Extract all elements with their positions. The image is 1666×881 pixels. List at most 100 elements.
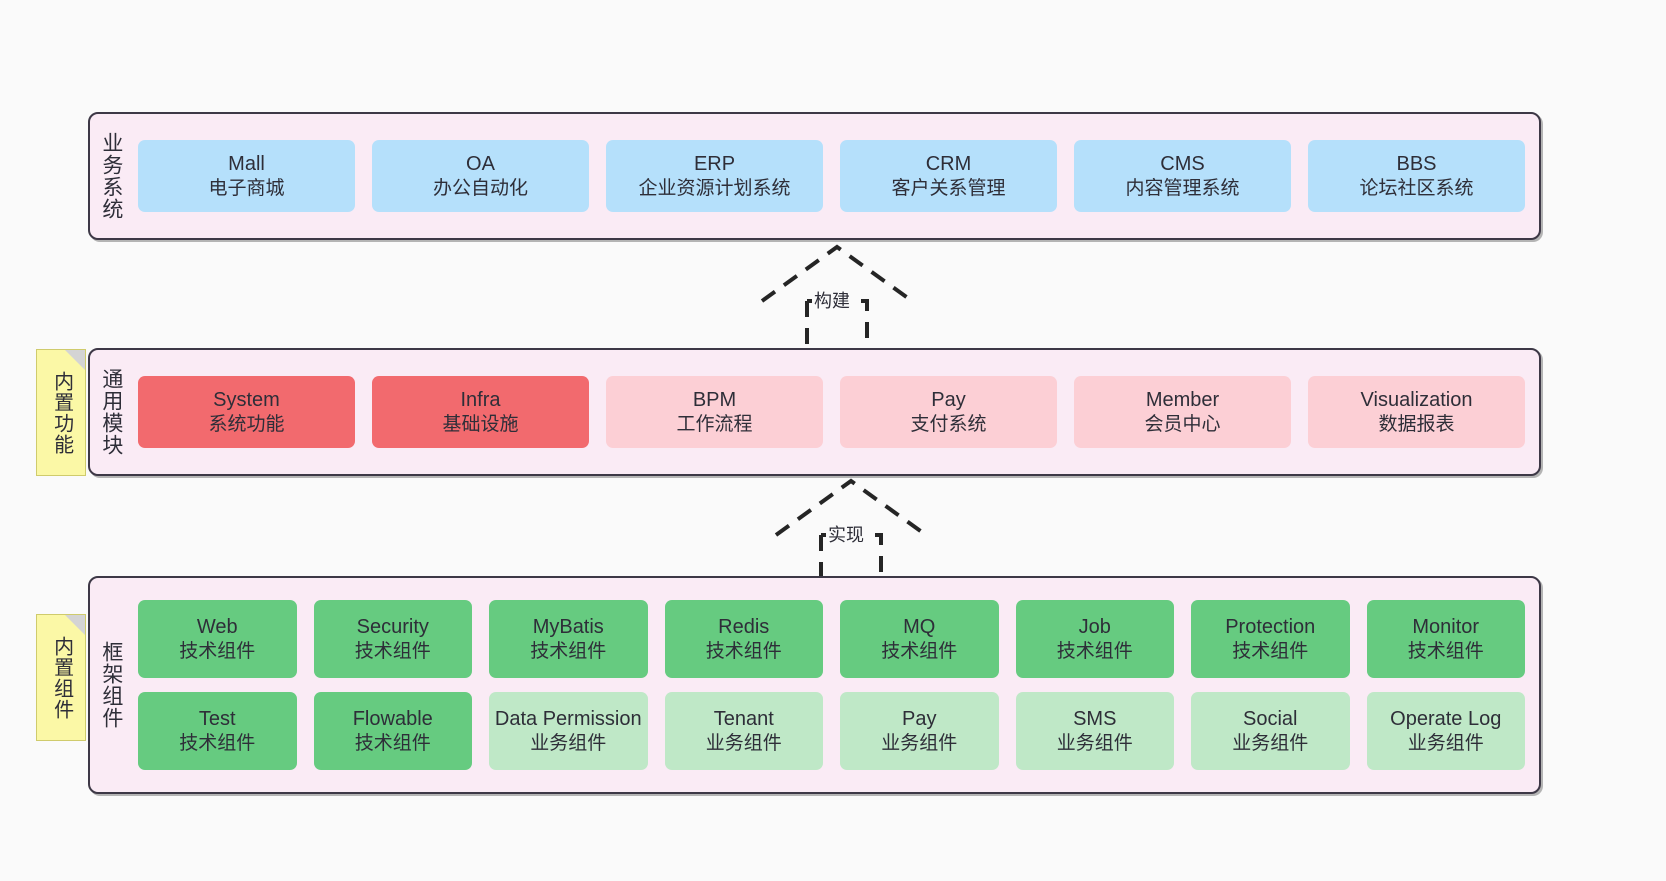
card-crm-cn: 客户关系管理 (891, 177, 1006, 199)
connector-build-arrow: 构建 (752, 243, 922, 348)
layer-framework-components[interactable]: 框架组件 Web 技术组件 Security 技术组件 MyBatis 技术组件… (88, 576, 1541, 794)
card-web-en: Web (196, 616, 238, 639)
card-member-cn: 会员中心 (1144, 413, 1221, 435)
card-data-permission-en: Data Permission (494, 708, 642, 731)
card-data-permission[interactable]: Data Permission 业务组件 (489, 692, 648, 770)
card-bbs[interactable]: BBS 论坛社区系统 (1308, 140, 1525, 212)
card-pay-component-en: Pay (902, 708, 937, 731)
card-redis-en: Redis (718, 616, 770, 639)
card-mq-cn: 技术组件 (881, 640, 958, 662)
connector-implement-label: 实现 (826, 521, 866, 547)
card-infra-en: Infra (460, 389, 501, 412)
card-sms-en: SMS (1073, 708, 1117, 731)
connector-implement-arrow: 实现 (766, 477, 936, 582)
card-system[interactable]: System 系统功能 (138, 376, 355, 448)
note-builtin-functions: 内置功能 (36, 349, 86, 476)
card-cms[interactable]: CMS 内容管理系统 (1074, 140, 1291, 212)
card-security-cn: 技术组件 (354, 640, 431, 662)
card-monitor[interactable]: Monitor 技术组件 (1366, 600, 1525, 678)
card-security-en: Security (356, 616, 429, 639)
card-system-en: System (213, 389, 280, 412)
card-mq-en: MQ (903, 616, 936, 639)
card-social[interactable]: Social 业务组件 (1191, 692, 1350, 770)
layer-common-modules[interactable]: 通用模块 System 系统功能 Infra 基础设施 BPM 工作流程 Pay… (88, 348, 1541, 476)
card-member[interactable]: Member 会员中心 (1074, 376, 1291, 448)
note-builtin-functions-label: 内置功能 (50, 370, 73, 455)
card-crm[interactable]: CRM 客户关系管理 (840, 140, 1057, 212)
card-erp[interactable]: ERP 企业资源计划系统 (606, 140, 823, 212)
card-test[interactable]: Test 技术组件 (138, 692, 297, 770)
card-mall-en: Mall (228, 153, 265, 176)
layer-common-modules-title: 通用模块 (99, 368, 123, 456)
card-protection-cn: 技术组件 (1232, 640, 1309, 662)
card-mall-cn: 电子商城 (208, 177, 285, 199)
card-mall[interactable]: Mall 电子商城 (138, 140, 355, 212)
card-mybatis[interactable]: MyBatis 技术组件 (489, 600, 648, 678)
card-flowable-en: Flowable (352, 708, 433, 731)
card-web[interactable]: Web 技术组件 (138, 600, 297, 678)
card-tenant-cn: 业务组件 (705, 732, 782, 754)
note-builtin-components-label: 内置组件 (50, 635, 73, 720)
card-monitor-cn: 技术组件 (1407, 640, 1484, 662)
note-fold-corner-icon (65, 350, 85, 370)
card-visualization-en: Visualization (1360, 389, 1473, 412)
card-mybatis-en: MyBatis (532, 616, 604, 639)
card-infra[interactable]: Infra 基础设施 (372, 376, 589, 448)
card-job-en: Job (1078, 616, 1111, 639)
card-crm-en: CRM (925, 153, 972, 176)
card-infra-cn: 基础设施 (442, 413, 519, 435)
card-bbs-cn: 论坛社区系统 (1359, 177, 1474, 199)
card-pay-module-en: Pay (931, 389, 966, 412)
business-row-1: Mall 电子商城 OA 办公自动化 ERP 企业资源计划系统 CRM 客户关系… (138, 140, 1525, 212)
layer-framework-components-body: Web 技术组件 Security 技术组件 MyBatis 技术组件 Redi… (132, 578, 1539, 792)
card-security[interactable]: Security 技术组件 (313, 600, 472, 678)
note-builtin-components: 内置组件 (36, 614, 86, 741)
card-web-cn: 技术组件 (179, 640, 256, 662)
card-protection[interactable]: Protection 技术组件 (1191, 600, 1350, 678)
card-operate-log-cn: 业务组件 (1407, 732, 1484, 754)
card-oa[interactable]: OA 办公自动化 (372, 140, 589, 212)
card-mq[interactable]: MQ 技术组件 (840, 600, 999, 678)
card-job[interactable]: Job 技术组件 (1015, 600, 1174, 678)
connector-build-label: 构建 (812, 287, 852, 313)
card-erp-cn: 企业资源计划系统 (638, 177, 791, 199)
card-data-permission-cn: 业务组件 (530, 732, 607, 754)
layer-common-modules-body: System 系统功能 Infra 基础设施 BPM 工作流程 Pay 支付系统… (132, 350, 1539, 474)
card-tenant[interactable]: Tenant 业务组件 (664, 692, 823, 770)
card-cms-en: CMS (1160, 153, 1205, 176)
card-redis[interactable]: Redis 技术组件 (664, 600, 823, 678)
card-redis-cn: 技术组件 (705, 640, 782, 662)
card-test-en: Test (198, 708, 236, 731)
card-sms[interactable]: SMS 业务组件 (1015, 692, 1174, 770)
note-fold-corner-icon (65, 615, 85, 635)
card-social-en: Social (1243, 708, 1298, 731)
card-tenant-en: Tenant (713, 708, 774, 731)
card-pay-module[interactable]: Pay 支付系统 (840, 376, 1057, 448)
card-cms-cn: 内容管理系统 (1125, 177, 1240, 199)
layer-business-system-title: 业务系统 (99, 132, 123, 220)
framework-row-1: Web 技术组件 Security 技术组件 MyBatis 技术组件 Redi… (138, 600, 1525, 678)
card-mybatis-cn: 技术组件 (530, 640, 607, 662)
card-flowable-cn: 技术组件 (354, 732, 431, 754)
card-pay-component[interactable]: Pay 业务组件 (840, 692, 999, 770)
framework-row-2: Test 技术组件 Flowable 技术组件 Data Permission … (138, 692, 1525, 770)
card-oa-cn: 办公自动化 (432, 177, 528, 199)
card-sms-cn: 业务组件 (1056, 732, 1133, 754)
layer-business-system[interactable]: 业务系统 Mall 电子商城 OA 办公自动化 ERP 企业资源计划系统 CRM… (88, 112, 1541, 240)
layer-framework-components-title: 框架组件 (99, 641, 123, 729)
card-member-en: Member (1145, 389, 1220, 412)
card-operate-log[interactable]: Operate Log 业务组件 (1366, 692, 1525, 770)
card-bpm[interactable]: BPM 工作流程 (606, 376, 823, 448)
card-visualization[interactable]: Visualization 数据报表 (1308, 376, 1525, 448)
card-operate-log-en: Operate Log (1390, 708, 1502, 731)
layer-business-system-body: Mall 电子商城 OA 办公自动化 ERP 企业资源计划系统 CRM 客户关系… (132, 114, 1539, 238)
card-visualization-cn: 数据报表 (1378, 413, 1455, 435)
card-bpm-en: BPM (692, 389, 737, 412)
card-bpm-cn: 工作流程 (676, 413, 753, 435)
card-system-cn: 系统功能 (208, 413, 285, 435)
card-bbs-en: BBS (1396, 153, 1437, 176)
modules-row-1: System 系统功能 Infra 基础设施 BPM 工作流程 Pay 支付系统… (138, 376, 1525, 448)
card-flowable[interactable]: Flowable 技术组件 (313, 692, 472, 770)
card-pay-module-cn: 支付系统 (910, 413, 987, 435)
